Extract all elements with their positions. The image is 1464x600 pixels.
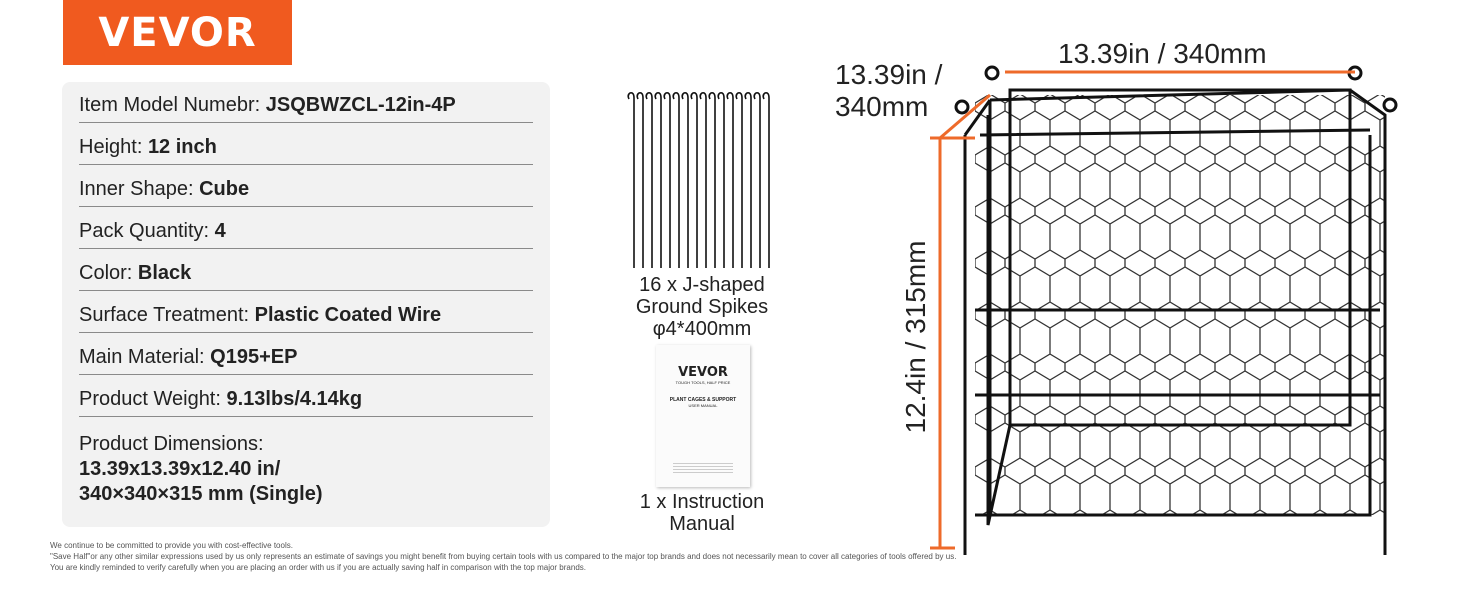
spec-row: Main Material: Q195+EP [79, 346, 533, 375]
manual-title: PLANT CAGES & SUPPORT [669, 397, 737, 403]
spec-value: 12 inch [147, 136, 217, 158]
manual-tagline: TOUGH TOOLS, HALF PRICE [675, 380, 731, 385]
spec-value: 4 [214, 220, 226, 242]
spec-label: Pack Quantity: [79, 220, 210, 242]
spec-label: Item Model Numebr: [79, 94, 261, 116]
caption-line: 1 x Instruction [639, 491, 765, 513]
spec-row: Surface Treatment: Plastic Coated Wire [79, 304, 533, 333]
spike [654, 92, 662, 268]
spike [708, 92, 716, 268]
spike [717, 92, 725, 268]
disclaimer: We continue to be committed to provide y… [50, 540, 956, 573]
disclaimer-line: You are kindly reminded to verify carefu… [50, 563, 586, 572]
instruction-manual-image: VEVOR TOUGH TOOLS, HALF PRICE PLANT CAGE… [656, 345, 750, 487]
spec-label: Inner Shape: [79, 178, 194, 200]
spec-value: 13.39x13.39x12.40 in/ [79, 458, 281, 480]
spec-dimensions: Product Dimensions: 13.39x13.39x12.40 in… [79, 432, 322, 507]
spec-value: Cube [199, 178, 250, 200]
spikes-caption: 16 x J-shaped Ground Spikes φ4*400mm [602, 274, 802, 340]
spike [744, 92, 752, 268]
spec-row: Inner Shape: Cube [79, 178, 533, 207]
spike [672, 92, 680, 268]
spike [636, 92, 644, 268]
spec-value: 9.13lbs/4.14kg [226, 388, 363, 410]
spike [627, 92, 635, 268]
caption-line: 16 x J-shaped [639, 274, 765, 296]
spec-label: Color: [79, 262, 133, 284]
spike [645, 92, 653, 268]
height-label: 12.4in / 315mm [900, 240, 931, 434]
caption-line: Manual [669, 513, 735, 535]
ground-spikes-image [627, 92, 770, 268]
spec-value: JSQBWZCL-12in-4P [265, 94, 456, 116]
spike [690, 92, 698, 268]
spec-value: Black [137, 262, 192, 284]
spec-value: 340×340×315 mm (Single) [79, 483, 323, 505]
spec-value: Q195+EP [210, 346, 298, 368]
spec-row: Product Weight: 9.13lbs/4.14kg [79, 388, 533, 417]
spike [726, 92, 734, 268]
spec-label: Height: [79, 136, 143, 158]
disclaimer-line: "Save Half"or any other similar expressi… [50, 552, 957, 561]
spec-panel: Product Dimensions: 13.39x13.39x12.40 in… [62, 82, 550, 527]
spike [699, 92, 707, 268]
width-label: 13.39in / 340mm [1058, 38, 1267, 69]
spec-row: Color: Black [79, 262, 533, 291]
spec-row: Pack Quantity: 4 [79, 220, 533, 249]
manual-fine-print [673, 463, 733, 475]
spike [753, 92, 761, 268]
spike [735, 92, 743, 268]
spec-label: Main Material: [79, 346, 205, 368]
caption-line: Ground Spikes [635, 296, 769, 318]
spec-row: Item Model Numebr: JSQBWZCL-12in-4P [79, 94, 533, 123]
vevor-logo: VEVOR [63, 0, 292, 65]
depth-label-line: 340mm [835, 91, 929, 122]
spec-label: Surface Treatment: [79, 304, 250, 326]
caption-line: φ4*400mm [652, 318, 752, 340]
spec-row: Height: 12 inch [79, 136, 533, 165]
spec-label: Product Weight: [79, 388, 221, 410]
disclaimer-line: We continue to be committed to provide y… [50, 541, 293, 550]
manual-brand: VEVOR [678, 365, 728, 380]
spike [681, 92, 689, 268]
manual-subtitle: USER MANUAL [688, 403, 718, 408]
spec-label: Product Dimensions: [79, 433, 264, 455]
depth-label: 13.39in / 340mm [835, 59, 942, 123]
spike [762, 92, 770, 268]
spec-value: Plastic Coated Wire [254, 304, 442, 326]
plant-cage-image [930, 65, 1398, 555]
spike [663, 92, 671, 268]
depth-label-line: 13.39in / [835, 59, 943, 90]
manual-caption: 1 x Instruction Manual [602, 491, 802, 535]
